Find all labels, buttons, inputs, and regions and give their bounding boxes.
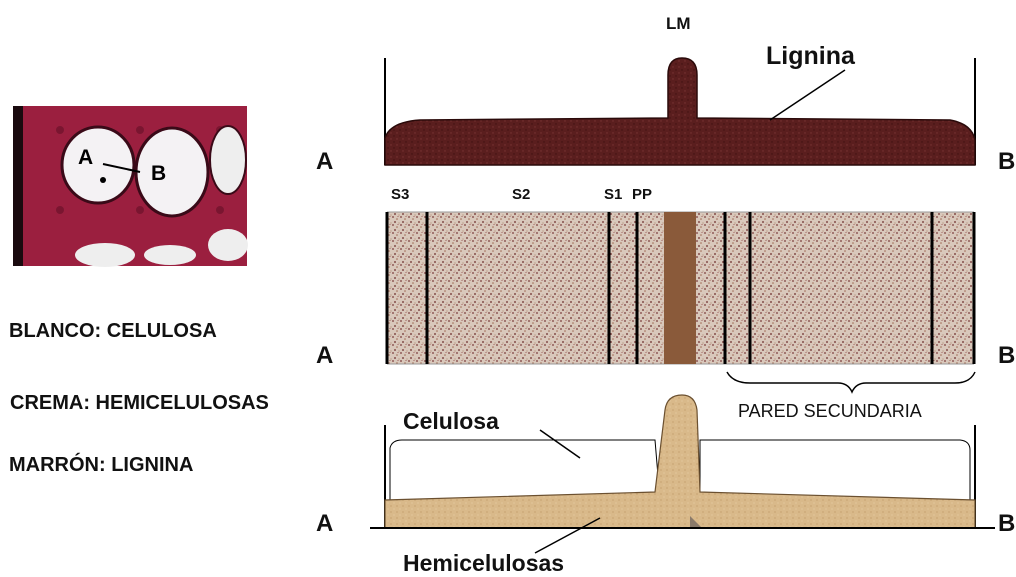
top-end-a: A	[316, 148, 333, 176]
bottom-end-a: A	[316, 510, 333, 538]
pared-secundaria-label: PARED SECUNDARIA	[738, 401, 922, 422]
middle-end-b: B	[998, 342, 1015, 370]
legend-blanco: BLANCO: CELULOSA	[9, 320, 217, 343]
layer-s3-label: S3	[391, 186, 409, 203]
micrograph-label-b: B	[151, 162, 166, 186]
micrograph-image	[13, 106, 248, 267]
micrograph-label-a: A	[78, 146, 93, 170]
layer-s1-label: S1	[604, 186, 622, 203]
legend-crema: CREMA: HEMICELULOSAS	[10, 392, 269, 415]
celulosa-label: Celulosa	[403, 408, 499, 435]
middle-end-a: A	[316, 342, 333, 370]
middle-panel	[387, 212, 975, 392]
legend-marron: MARRÓN: LIGNINA	[9, 454, 193, 477]
pared-secundaria-brace	[727, 372, 975, 392]
top-panel	[385, 58, 975, 165]
lignina-pointer	[770, 70, 845, 120]
lm-label: LM	[666, 14, 691, 34]
top-end-b: B	[998, 148, 1015, 176]
layer-pp-label: PP	[632, 186, 652, 203]
layer-s2-label: S2	[512, 186, 530, 203]
bottom-end-b: B	[998, 510, 1015, 538]
lignina-label: Lignina	[766, 42, 855, 71]
hemicelulosas-label: Hemicelulosas	[403, 550, 564, 577]
lignina-profile	[385, 58, 975, 165]
middle-lamella-band	[664, 212, 696, 364]
